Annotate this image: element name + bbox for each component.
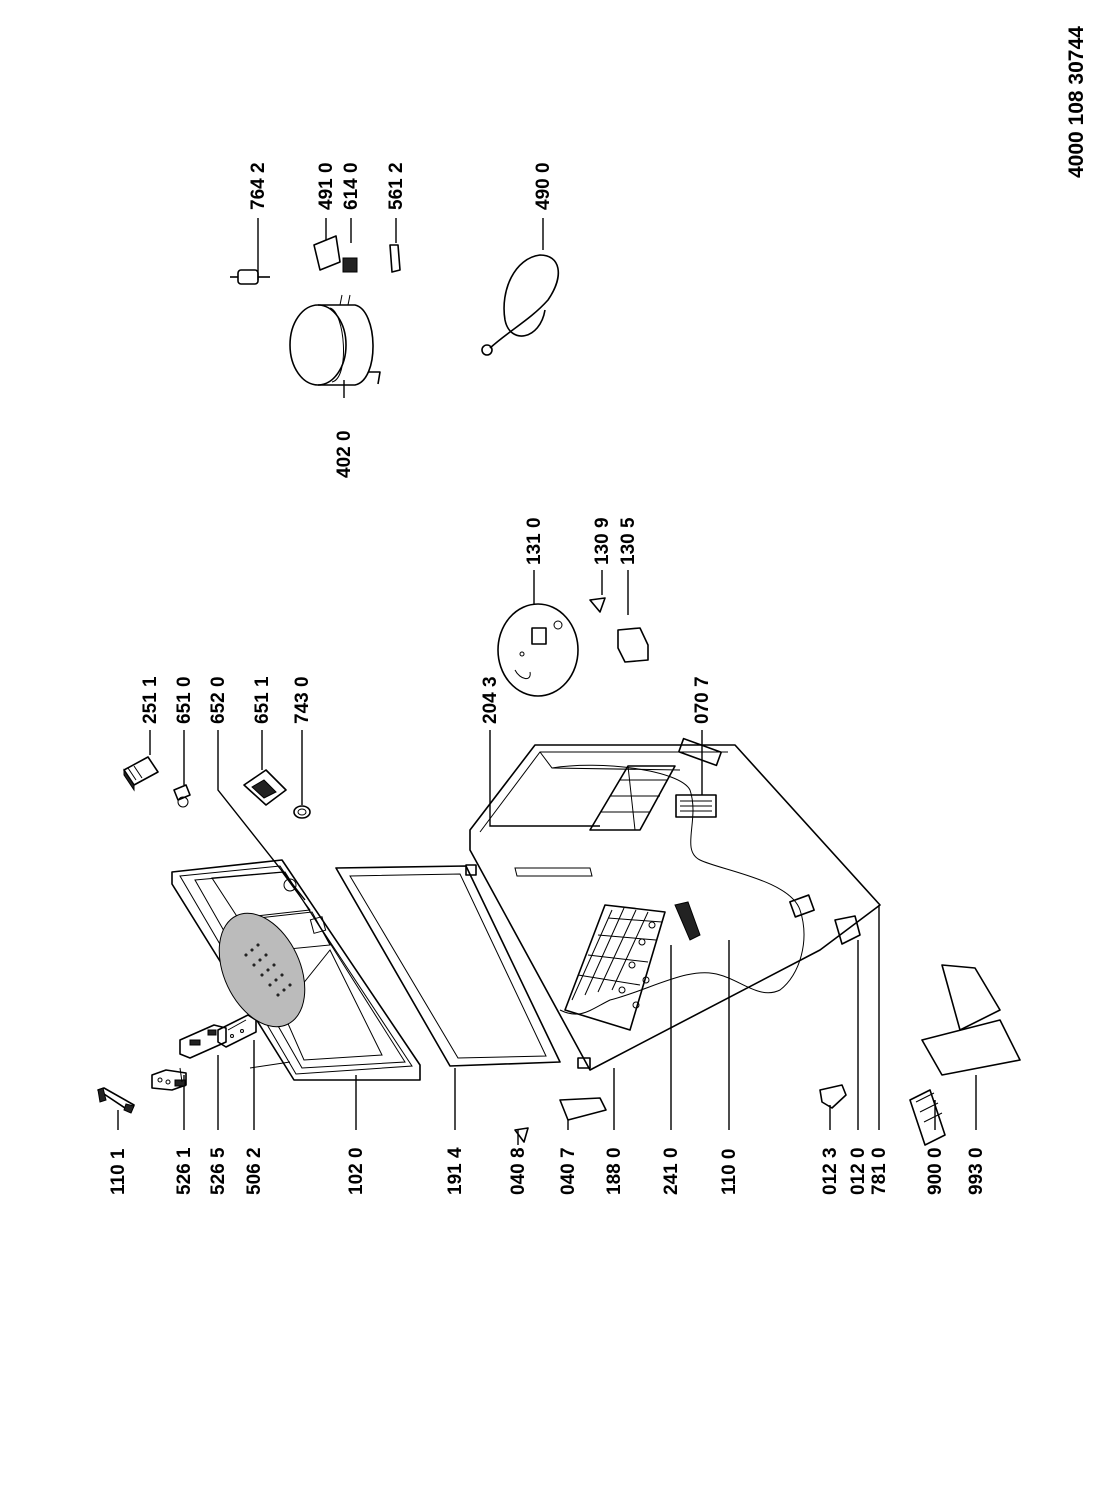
foot-part-040-7 (559, 1097, 607, 1121)
overload-part-614-0 (342, 257, 358, 273)
part-label-614-0: 614 0 (341, 162, 362, 210)
fan-part-651-1 (243, 769, 287, 806)
part-label-506-2: 506 2 (244, 1147, 265, 1195)
handle-part-110-1 (97, 1087, 135, 1114)
filter-dryer-part-764-2 (230, 269, 270, 285)
part-label-993-0: 993 0 (966, 1147, 987, 1195)
part-label-040-7: 040 7 (558, 1147, 579, 1195)
lamp-holder-part-506-2 (217, 1014, 257, 1048)
part-label-251-1: 251 1 (140, 676, 161, 724)
bracket-part-130-5 (617, 627, 649, 663)
part-label-130-5: 130 5 (618, 517, 639, 565)
thermostat-bar-part-526-1 (151, 1067, 187, 1091)
light-cover-part-251-1 (123, 756, 159, 792)
part-label-561-2: 561 2 (386, 162, 407, 210)
hinge-part-012-0 (834, 915, 861, 945)
power-cord-part-490-0 (481, 254, 560, 356)
part-label-491-0: 491 0 (316, 162, 337, 210)
clip-part-040-8 (514, 1127, 529, 1143)
basket-part-241-0 (564, 904, 666, 1031)
vent-grille-part-070-7 (675, 794, 717, 818)
plinth-part-900-0 (909, 1089, 946, 1146)
part-label-781-0: 781 0 (869, 1147, 890, 1195)
divider-part-204-3 (589, 765, 676, 831)
inner-handle-part-110-0 (674, 901, 701, 941)
relay-box-part-491-0 (313, 235, 341, 271)
cabinet-body (465, 737, 881, 1071)
gasket-part-191-4 (335, 865, 561, 1067)
part-label-070-7: 070 7 (692, 676, 713, 724)
part-label-743-0: 743 0 (292, 676, 313, 724)
document-number: 4000 108 30744 (1065, 26, 1088, 178)
left-leader-lines (117, 905, 977, 1145)
grommet-part-743-0 (293, 805, 311, 819)
part-label-651-1: 651 1 (252, 676, 273, 724)
part-label-241-0: 241 0 (661, 1147, 682, 1195)
part-label-012-0: 012 0 (848, 1147, 869, 1195)
part-label-110-1: 110 1 (108, 1148, 129, 1195)
part-label-651-0: 651 0 (174, 676, 195, 724)
left-label-group: 110 1 526 1 526 5 506 2 102 0 191 4 040 … (108, 1147, 987, 1195)
part-label-526-1: 526 1 (174, 1147, 195, 1195)
part-label-110-0: 110 0 (719, 1149, 740, 1196)
top-leader-lines (149, 218, 703, 901)
lid-part-102-0 (171, 859, 421, 1081)
part-label-900-0: 900 0 (925, 1147, 946, 1195)
part-label-490-0: 490 0 (533, 162, 554, 210)
part-label-764-2: 764 2 (248, 162, 269, 210)
part-label-188-0: 188 0 (604, 1147, 625, 1195)
part-label-012-3: 012 3 (820, 1147, 841, 1195)
top-label-group: 251 1 651 0 652 0 651 1 743 0 204 3 070 … (140, 162, 713, 724)
clip-part-130-9 (589, 597, 606, 613)
manual-part-993-0 (921, 964, 1021, 1076)
part-label-652-0: 652 0 (208, 676, 229, 724)
compressor-part-402-0 (289, 294, 381, 386)
part-label-040-8: 040 8 (508, 1147, 529, 1195)
bulb-part-651-0 (173, 784, 191, 808)
lid-perforation-dots (244, 943, 292, 997)
thermostat-disc-part-131-0 (497, 603, 579, 697)
connector-part-561-2 (389, 244, 401, 273)
bracket-part-012-3 (819, 1084, 847, 1109)
part-label-191-4: 191 4 (445, 1147, 466, 1195)
part-label-102-0: 102 0 (346, 1147, 367, 1195)
part-label-204-3: 204 3 (480, 676, 501, 724)
part-label-130-9: 130 9 (592, 517, 613, 565)
control-panel-part-526-5 (179, 1024, 227, 1059)
part-label-402-0: 402 0 (334, 430, 355, 478)
part-label-526-5: 526 5 (208, 1147, 229, 1195)
part-label-131-0: 131 0 (524, 517, 545, 565)
